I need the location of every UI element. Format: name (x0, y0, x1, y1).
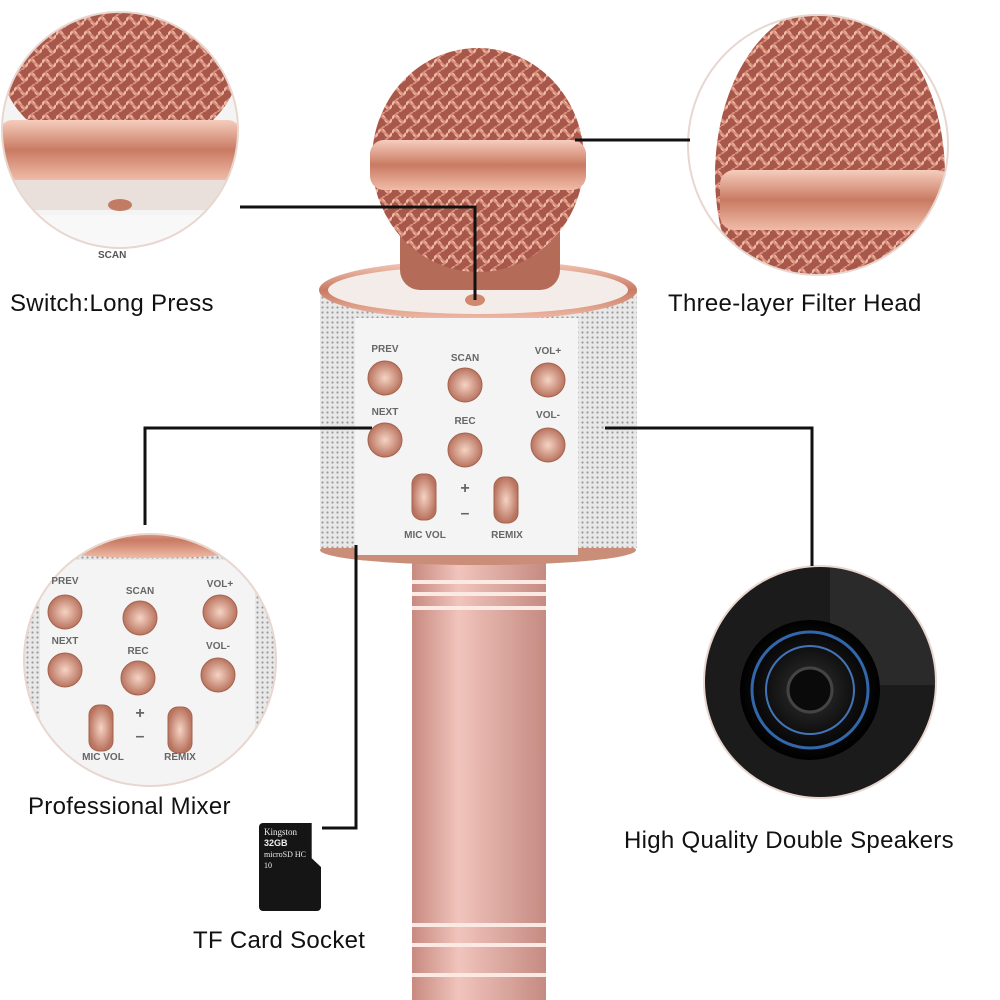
switch-closeup (2, 12, 238, 248)
leader-lines (143, 138, 814, 830)
mixer-label-scan: SCAN (126, 586, 154, 597)
handle-rings (412, 580, 546, 977)
speaker-closeup (704, 566, 936, 798)
callout-speakers: High Quality Double Speakers (624, 827, 954, 854)
mixer-label-prev: PREV (51, 576, 79, 587)
callout-filter-head: Three-layer Filter Head (668, 290, 922, 317)
tf-card-image: Kingston 32GB microSD HC 10 (259, 823, 321, 911)
mixer-button-next[interactable] (47, 652, 83, 688)
body-button-rec[interactable] (447, 432, 483, 468)
mixer-button-prev[interactable] (47, 594, 83, 630)
mixer-slider-mic-vol[interactable] (88, 704, 114, 752)
mixer-plus-sign: + (135, 705, 144, 722)
body-button-vol[interactable] (530, 362, 566, 398)
closeup-scan-label: SCAN (98, 250, 127, 261)
sd-class: 10 (264, 861, 272, 870)
body-label-mic-vol: MIC VOL (404, 530, 446, 541)
mixer-label-vol: VOL- (206, 641, 230, 652)
mixer-label-remix: REMIX (164, 752, 196, 763)
sd-brand: Kingston (264, 827, 298, 837)
sd-capacity: 32GB (264, 838, 288, 848)
body-label-remix: REMIX (491, 530, 523, 541)
callout-mixer: Professional Mixer (28, 793, 231, 820)
body-button-prev[interactable] (367, 360, 403, 396)
body-label-next: NEXT (372, 407, 399, 418)
body-label-prev: PREV (371, 344, 399, 355)
handle (412, 550, 546, 1000)
callout-tf-card: TF Card Socket (193, 927, 366, 954)
mixer-button-rec[interactable] (120, 660, 156, 696)
body-slider-remix[interactable] (493, 476, 519, 524)
body-label-vol: VOL- (536, 410, 560, 421)
mixer-slider-remix[interactable] (167, 706, 193, 754)
mixer-label-mic-vol: MIC VOL (82, 752, 124, 763)
body-button-scan[interactable] (447, 367, 483, 403)
callout-switch: Switch:Long Press (10, 290, 214, 317)
body-minus-sign: – (461, 505, 470, 522)
body-plus-sign: + (460, 480, 469, 497)
body-label-vol: VOL+ (535, 346, 562, 357)
mixer-label-rec: REC (127, 646, 148, 657)
mixer-label-vol: VOL+ (207, 579, 234, 590)
mixer-button-vol[interactable] (200, 657, 236, 693)
body-button-vol[interactable] (530, 427, 566, 463)
mixer-minus-sign: – (136, 728, 145, 745)
sd-type: microSD HC (264, 850, 306, 859)
mixer-label-next: NEXT (52, 636, 79, 647)
body-label-rec: REC (454, 416, 475, 427)
body-slider-mic-vol[interactable] (411, 473, 437, 521)
body-button-next[interactable] (367, 422, 403, 458)
body-label-scan: SCAN (451, 353, 479, 364)
head-ring (370, 140, 586, 190)
mixer-button-vol[interactable] (202, 594, 238, 630)
mixer-button-scan[interactable] (122, 600, 158, 636)
